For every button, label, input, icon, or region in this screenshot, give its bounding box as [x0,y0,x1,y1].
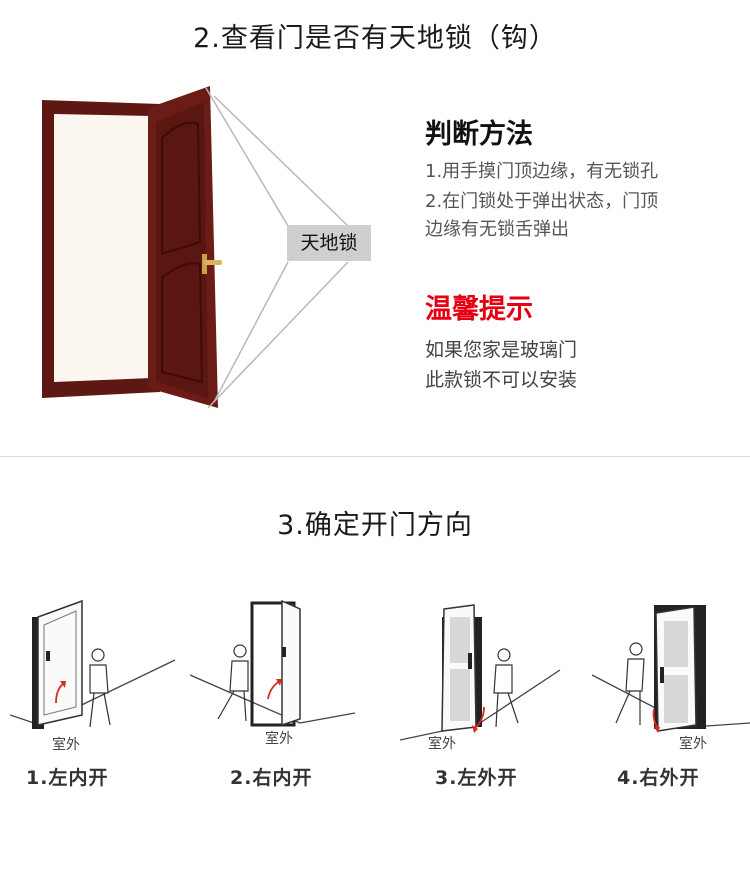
direction-label-1: 1.左内开 [26,767,109,789]
method-line: 1.用手摸门顶边缘，有无锁孔 [425,161,659,182]
door-handle [204,260,222,265]
outside-label: 室外 [679,736,707,752]
section-2-title: 2.查看门是否有天地锁（钩） [193,23,557,54]
section-3-title: 3.确定开门方向 [277,510,473,541]
door-direction-3-diagram [400,604,561,741]
door-leaf [281,599,301,727]
direction-label-3: 3.左外开 [435,767,518,789]
door-illustration [42,86,349,409]
person-figure [89,648,111,728]
outside-label: 室外 [428,736,456,752]
door-panel-top [161,121,202,256]
method-heading: 判断方法 [425,119,533,150]
section-divider [0,456,750,457]
person-figure [615,642,645,725]
person-figure [217,644,249,722]
door-panel-bottom [161,262,204,384]
direction-label-2: 2.右内开 [230,767,313,789]
method-line: 边缘有无锁舌弹出 [425,219,569,240]
tip-line: 此款锁不可以安装 [425,369,578,391]
method-line: 2.在门锁处于弹出状态，门顶 [425,191,659,212]
door-leaf-shade [156,102,208,398]
tip-line: 如果您家是玻璃门 [425,339,578,361]
tip-heading: 温馨提示 [425,294,533,325]
person-figure [493,648,519,728]
door-direction-4-diagram [592,605,750,733]
direction-label-4: 4.右外开 [617,767,700,789]
door-leaf [37,599,83,726]
door-direction-2-diagram [190,599,356,727]
callout-lines [205,87,349,409]
outside-label: 室外 [52,737,80,753]
top-bottom-lock-badge: 天地锁 [287,225,371,261]
outside-label: 室外 [265,731,293,747]
door-direction-1-diagram [10,599,176,729]
door-opening [54,114,152,382]
